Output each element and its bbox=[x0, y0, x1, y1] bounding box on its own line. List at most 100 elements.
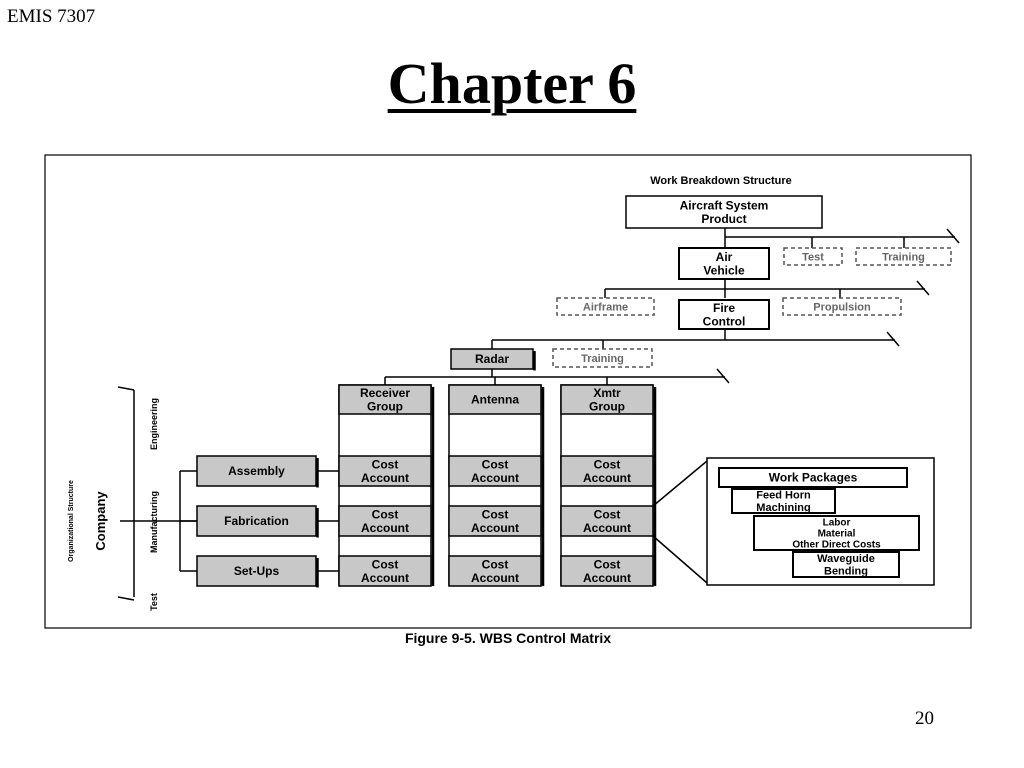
course-label: EMIS 7307 bbox=[7, 6, 96, 27]
work-packages-header-label: Work Packages bbox=[769, 471, 858, 485]
training-node-2-box bbox=[552, 348, 653, 368]
aircraft-system-node-box bbox=[625, 195, 823, 229]
level2-continuation bbox=[916, 280, 930, 296]
waveguide-package-box bbox=[792, 551, 900, 578]
org-structure-label: Organizational Structure bbox=[68, 480, 75, 562]
test-node: Test bbox=[783, 247, 843, 266]
propulsion-node-label: Propulsion bbox=[813, 301, 871, 313]
airframe-node-label: Airframe bbox=[583, 301, 628, 313]
cost-account-assembly-row-3-box bbox=[560, 455, 654, 487]
figure-caption: Figure 9-5. WBS Control Matrix bbox=[405, 630, 611, 646]
antenna-node: Antenna bbox=[448, 384, 542, 415]
test-node-box bbox=[783, 247, 843, 266]
zoom-line-top bbox=[652, 460, 708, 507]
training-node-box bbox=[855, 247, 952, 266]
propulsion-node-box bbox=[782, 297, 902, 316]
page-title: Chapter 6 bbox=[0, 50, 1024, 117]
fire-control-node-box bbox=[678, 299, 770, 330]
setups-row-label-box bbox=[196, 555, 317, 587]
work-packages-header: Work Packages bbox=[718, 467, 908, 488]
radar-node-box bbox=[450, 348, 534, 370]
assembly-row-label-box bbox=[196, 455, 317, 487]
assembly-row-label: Assembly bbox=[196, 455, 319, 488]
page-title-text: Chapter 6 bbox=[387, 51, 637, 116]
company-label: Company bbox=[93, 491, 108, 551]
cost-account-assembly-row-2-box bbox=[448, 455, 542, 487]
test-node-label: Test bbox=[802, 251, 824, 263]
fabrication-row-label-box bbox=[196, 505, 317, 537]
receiver-group-node-box bbox=[338, 384, 432, 415]
level4-continuation bbox=[716, 368, 730, 384]
cost-account-setups-row-1-box bbox=[338, 555, 432, 587]
cost-account-fabrication-row-2-box bbox=[448, 505, 542, 537]
training-node-2: Training bbox=[552, 348, 653, 368]
training-node: Training bbox=[855, 247, 952, 266]
airframe-node-box bbox=[556, 297, 655, 316]
training-node-label: Training bbox=[882, 251, 925, 263]
xmtr-group-node-box bbox=[560, 384, 654, 415]
org-bracket-top bbox=[117, 386, 135, 391]
fabrication-row-label: Fabrication bbox=[196, 505, 319, 538]
propulsion-node: Propulsion bbox=[782, 297, 902, 316]
work-packages-header-box bbox=[718, 467, 908, 488]
training-node-2-label: Training bbox=[581, 353, 624, 365]
radar-node: Radar bbox=[450, 348, 536, 371]
zoom-line-bottom bbox=[652, 535, 708, 584]
level3-continuation bbox=[886, 331, 900, 347]
air-vehicle-node-box bbox=[678, 247, 770, 280]
labor-material-package-box bbox=[753, 515, 920, 551]
manufacturing-label: Manufacturing bbox=[149, 491, 159, 553]
setups-row-label: Set-Ups bbox=[196, 555, 319, 588]
org-bracket-bottom bbox=[117, 596, 135, 601]
antenna-node-label: Antenna bbox=[471, 393, 519, 407]
setups-row-label-label: Set-Ups bbox=[234, 564, 280, 578]
feed-horn-package-box bbox=[731, 488, 836, 514]
radar-node-label: Radar bbox=[475, 352, 509, 366]
cost-account-setups-row-2-box bbox=[448, 555, 542, 587]
cost-account-setups-row-3-box bbox=[560, 555, 654, 587]
cost-account-fabrication-row-1-box bbox=[338, 505, 432, 537]
fabrication-row-label-label: Fabrication bbox=[224, 514, 289, 528]
wbs-heading: Work Breakdown Structure bbox=[650, 175, 792, 187]
assembly-row-label-label: Assembly bbox=[228, 464, 285, 478]
page-number: 20 bbox=[915, 708, 934, 729]
cost-account-assembly-row-1-box bbox=[338, 455, 432, 487]
airframe-node: Airframe bbox=[556, 297, 655, 316]
test-dept-label: Test bbox=[149, 593, 159, 611]
